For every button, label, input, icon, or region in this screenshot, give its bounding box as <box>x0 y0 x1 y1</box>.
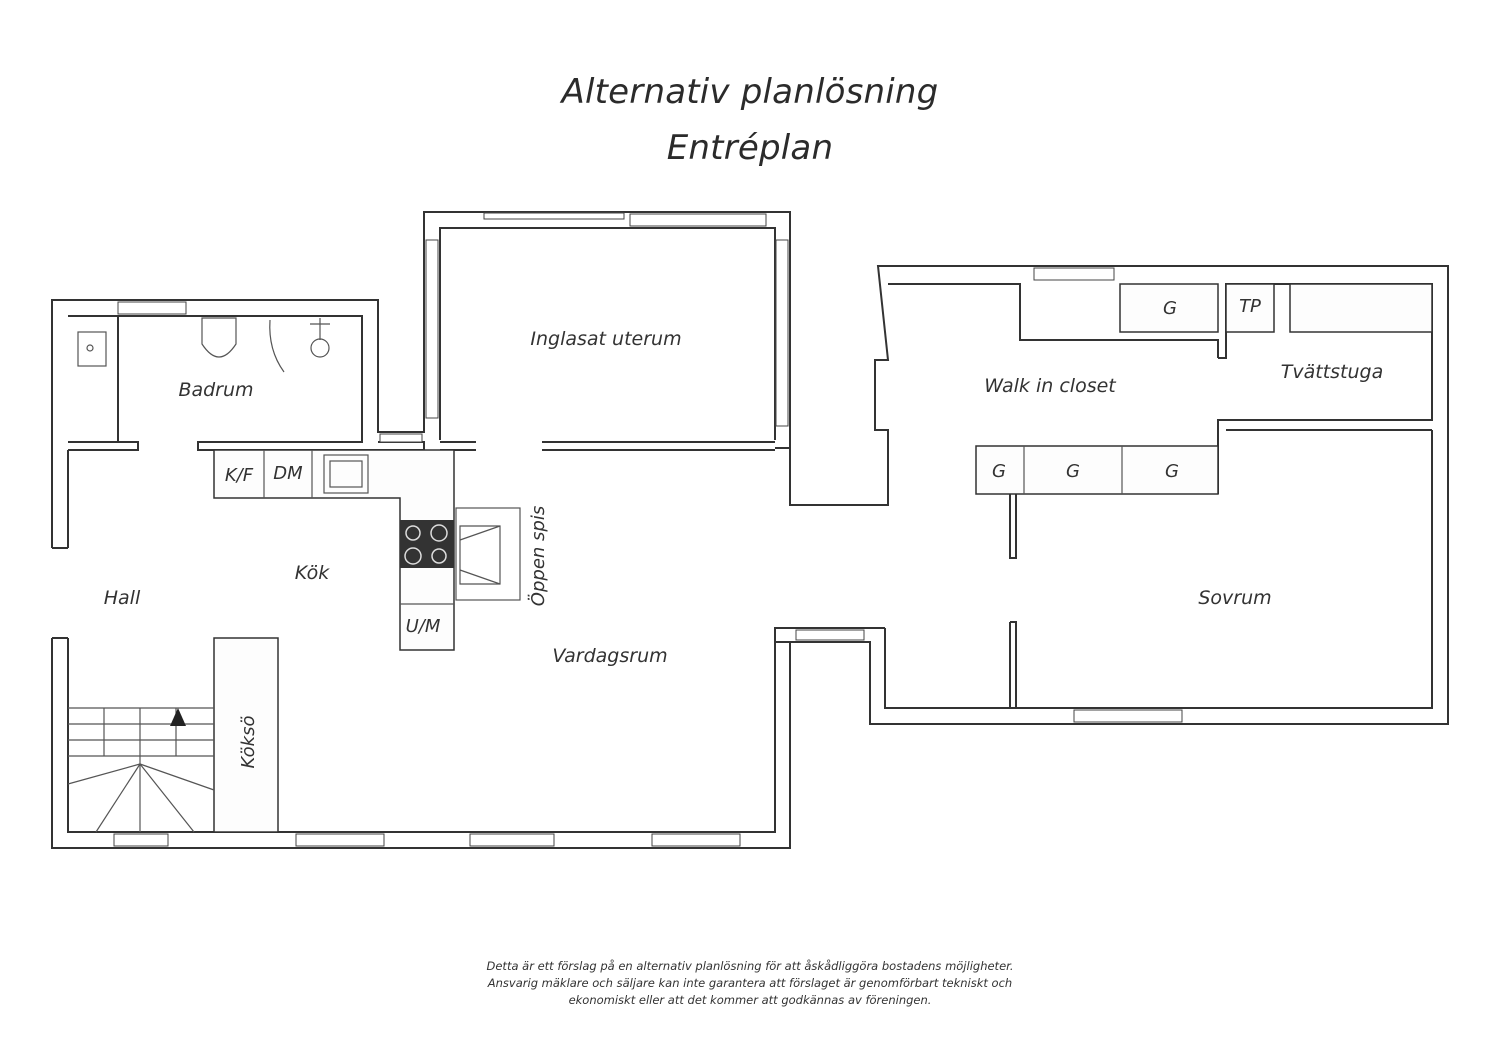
fixture-label-dm: DM <box>273 463 303 484</box>
kitchen <box>213 449 521 833</box>
disclaimer-text: Detta är ett förslag på en alternativ pl… <box>486 959 1014 1007</box>
fixture-label-kf: K/F <box>225 465 254 486</box>
plan-title: Alternativ planlösning <box>561 72 939 112</box>
plan-subtitle: Entréplan <box>666 128 834 168</box>
room-label-sovrum: Sovrum <box>1198 587 1271 609</box>
toilet-icon <box>201 317 237 358</box>
closet-label-tp: TP <box>1239 296 1261 317</box>
room-label-walkin: Walk in closet <box>984 375 1117 397</box>
sink-icon <box>323 454 369 494</box>
storage <box>975 283 1433 495</box>
bathroom-fixtures <box>77 317 330 373</box>
exterior-walls <box>51 211 1449 849</box>
fixture-label-oppen-spis: Öppen spis <box>527 506 549 606</box>
room-label-kok: Kök <box>295 562 330 584</box>
windows <box>113 212 1183 847</box>
washbasin-icon <box>77 331 107 367</box>
closet-label-g2: G <box>992 461 1006 482</box>
fireplace-icon <box>455 507 521 601</box>
room-label-badrum: Badrum <box>178 379 253 401</box>
shower-icon <box>310 338 330 358</box>
staircase <box>67 707 215 833</box>
room-label-hall: Hall <box>104 587 141 609</box>
room-label-vardagsrum: Vardagsrum <box>552 645 667 667</box>
room-label-uterum: Inglasat uterum <box>530 328 681 350</box>
closet-label-g3: G <box>1066 461 1080 482</box>
fixture-label-kokso: Köksö <box>238 716 259 769</box>
closet-label-g4: G <box>1165 461 1179 482</box>
kitchen-island <box>213 637 279 833</box>
arrow-up-icon <box>170 708 186 726</box>
closet-label-g1: G <box>1163 298 1177 319</box>
fixture-label-um: U/M <box>406 616 441 637</box>
shower-hose-icon <box>269 319 285 373</box>
room-label-tvattstuga: Tvättstuga <box>1281 361 1384 383</box>
